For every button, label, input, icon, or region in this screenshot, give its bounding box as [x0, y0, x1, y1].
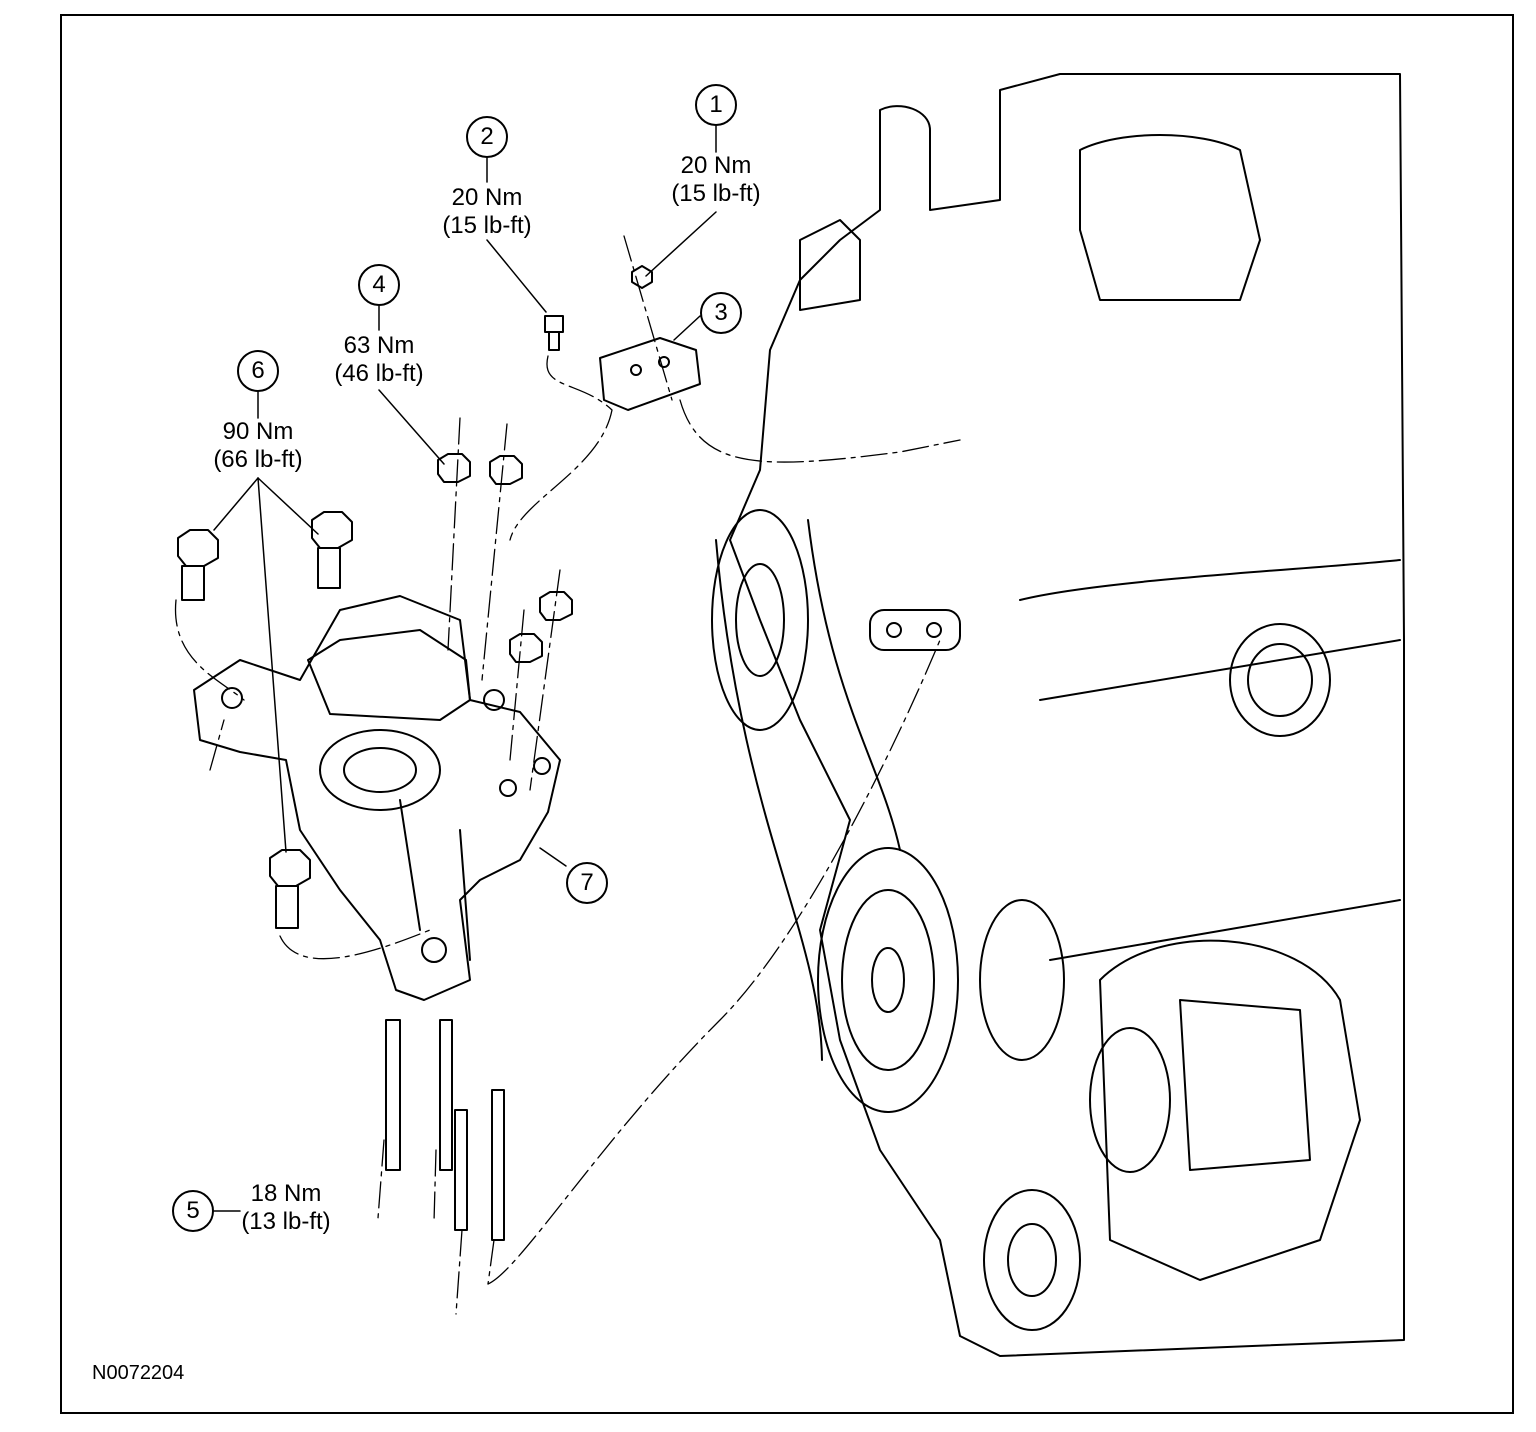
engine-mount — [193, 595, 561, 1001]
figure-id: N0072204 — [92, 1362, 185, 1384]
engine-block — [729, 73, 1405, 1357]
callout-5: 5 — [172, 1190, 214, 1232]
torque-nm-2: 20 Nm — [451, 184, 523, 211]
torque-nm-4: 63 Nm — [343, 332, 415, 359]
torque-spec-6: 90 Nm (66 lb-ft) — [198, 418, 318, 474]
torque-spec-1: 20 Nm (15 lb-ft) — [656, 152, 776, 208]
callout-4: 4 — [358, 264, 400, 306]
fasteners — [177, 265, 653, 1241]
callout-7: 7 — [566, 862, 608, 904]
torque-lbft-5: (13 lb-ft) — [241, 1208, 331, 1235]
bracket-3 — [599, 337, 701, 411]
callout-2: 2 — [466, 116, 508, 158]
alignment-lines — [174, 235, 961, 1315]
alternator — [1099, 939, 1361, 1281]
leader-lines — [213, 125, 717, 1212]
torque-nm-5: 18 Nm — [250, 1180, 322, 1207]
callout-6: 6 — [237, 350, 279, 392]
torque-nm-1: 20 Nm — [680, 152, 752, 179]
torque-lbft-1: (15 lb-ft) — [671, 180, 761, 207]
torque-lbft-2: (15 lb-ft) — [442, 212, 532, 239]
diagram-frame — [60, 14, 1514, 1414]
pulleys — [711, 509, 1331, 1331]
torque-nm-6: 90 Nm — [222, 418, 294, 445]
torque-lbft-6: (66 lb-ft) — [213, 446, 303, 473]
torque-spec-4: 63 Nm (46 lb-ft) — [319, 332, 439, 388]
torque-lbft-4: (46 lb-ft) — [334, 360, 424, 387]
torque-spec-5: 18 Nm (13 lb-ft) — [226, 1180, 346, 1236]
torque-spec-2: 20 Nm (15 lb-ft) — [427, 184, 547, 240]
callout-1: 1 — [695, 84, 737, 126]
callout-3: 3 — [700, 292, 742, 334]
